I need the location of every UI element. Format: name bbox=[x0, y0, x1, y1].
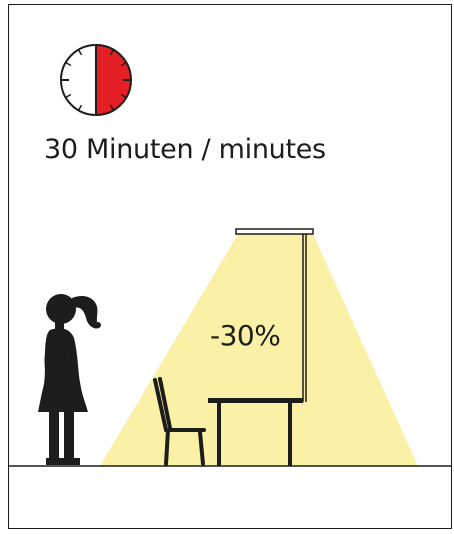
timer-elapsed-segment bbox=[96, 45, 131, 115]
duration-caption: 30 Minuten / minutes bbox=[44, 134, 326, 165]
ceiling-lamp bbox=[235, 228, 314, 235]
table bbox=[208, 398, 303, 466]
woman-figure bbox=[38, 294, 101, 465]
lamp-pole bbox=[302, 234, 307, 402]
chair bbox=[153, 377, 206, 466]
half-hour-timer-icon bbox=[60, 44, 132, 116]
light-reduction-label: -30% bbox=[210, 319, 281, 352]
light-cone bbox=[100, 234, 418, 466]
illustration-frame bbox=[8, 4, 452, 529]
